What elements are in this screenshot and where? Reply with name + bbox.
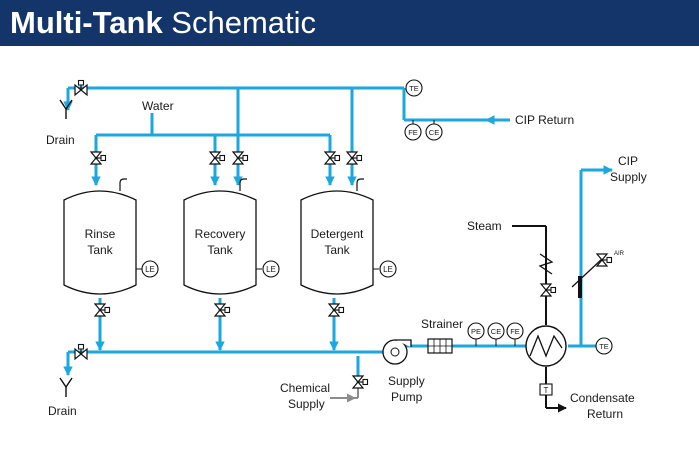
drain-top-valve[interactable] <box>74 79 88 96</box>
instrument-tag: LE <box>266 265 276 274</box>
conductivity-element[interactable]: CE <box>487 322 505 346</box>
instrument-tag: LE <box>145 265 155 274</box>
detergent-tank[interactable]: Detergent Tank <box>300 178 374 295</box>
cip-supply-label: CIP <box>618 154 638 168</box>
detergent-fill-valve[interactable] <box>324 151 341 165</box>
tank-name: Tank <box>87 243 113 257</box>
strainer-label: Strainer <box>421 317 463 331</box>
instrument-tag: TE <box>409 84 419 93</box>
schematic-diagram: Rinse Tank Recovery Tank Detergent Tank … <box>46 79 647 421</box>
steam-label: Steam <box>467 219 502 233</box>
tank-name: Rinse <box>85 227 116 241</box>
instrument-tag: CE <box>429 128 439 137</box>
pressure-element[interactable]: PE <box>467 322 485 346</box>
detergent-return-valve[interactable] <box>346 151 363 165</box>
rinse-outlet-valve[interactable] <box>94 303 111 317</box>
air-valve[interactable] <box>596 253 613 267</box>
tank-name: Tank <box>207 243 233 257</box>
steam-check-symbol <box>538 253 554 275</box>
steam-control-valve[interactable] <box>540 283 557 297</box>
recovery-tank[interactable]: Recovery Tank <box>183 178 257 295</box>
drain-top-label: Drain <box>46 133 75 147</box>
drain-bottom-label: Drain <box>48 404 77 418</box>
chemical-supply-label: Chemical <box>280 381 330 395</box>
flow-element-return[interactable]: FE <box>404 120 422 141</box>
level-element-detergent[interactable]: LE <box>373 260 397 278</box>
supply-pump-label: Pump <box>391 390 423 404</box>
air-label: AIR <box>614 251 625 257</box>
heat-exchanger[interactable] <box>525 325 567 367</box>
utility-piping <box>512 225 567 413</box>
temp-element-return[interactable]: TE <box>405 79 423 97</box>
instrument-tag: TE <box>599 342 609 351</box>
tank-name: Detergent <box>311 227 364 241</box>
detergent-outlet-valve[interactable] <box>328 303 345 317</box>
drain-bottom-funnel <box>59 377 73 397</box>
condensate-return-label: Return <box>587 407 623 421</box>
tank-name: Recovery <box>195 227 246 241</box>
cip-supply-label: Supply <box>610 170 647 184</box>
schematic-canvas: Rinse Tank Recovery Tank Detergent Tank … <box>0 46 699 446</box>
instrument-tag: PE <box>471 327 481 336</box>
page-title: Multi-Tank Schematic <box>10 4 316 42</box>
instrument-tag: LE <box>383 265 393 274</box>
page-title-rest: Schematic <box>162 5 317 40</box>
flow-element[interactable]: FE <box>506 322 524 346</box>
drain-bottom-valve[interactable] <box>74 343 88 360</box>
level-element-rinse[interactable]: LE <box>136 260 159 278</box>
conductivity-element-return[interactable]: CE <box>425 120 443 141</box>
supply-pump[interactable] <box>382 339 412 365</box>
cip-return-label: CIP Return <box>515 113 574 127</box>
instrument-tag: T <box>544 386 549 395</box>
strainer[interactable] <box>427 338 453 354</box>
tank-name: Tank <box>324 243 350 257</box>
rinse-fill-valve[interactable] <box>90 151 107 165</box>
water-label: Water <box>142 99 174 113</box>
chemical-valve[interactable] <box>352 375 369 389</box>
page-title-bold: Multi-Tank <box>10 5 163 40</box>
recovery-outlet-valve[interactable] <box>214 303 231 317</box>
instrument-tag: FE <box>408 128 418 137</box>
instrument-tag: CE <box>491 327 501 336</box>
drain-top-funnel <box>59 99 73 119</box>
supply-pump-label: Supply <box>388 374 425 388</box>
recovery-return-valve[interactable] <box>232 151 249 165</box>
air-relief-line <box>571 257 604 288</box>
chemical-supply-label: Supply <box>288 397 325 411</box>
condensate-return-label: Condensate <box>570 391 635 405</box>
temp-element-supply[interactable]: TE <box>595 337 613 355</box>
header-bar: Multi-Tank Schematic <box>0 0 699 46</box>
process-piping <box>63 86 613 384</box>
level-element-recovery[interactable]: LE <box>256 260 280 278</box>
recovery-fill-valve[interactable] <box>209 151 226 165</box>
rinse-tank[interactable]: Rinse Tank <box>63 178 137 295</box>
steam-trap[interactable]: T <box>539 383 553 396</box>
instrument-tag: FE <box>510 327 520 336</box>
